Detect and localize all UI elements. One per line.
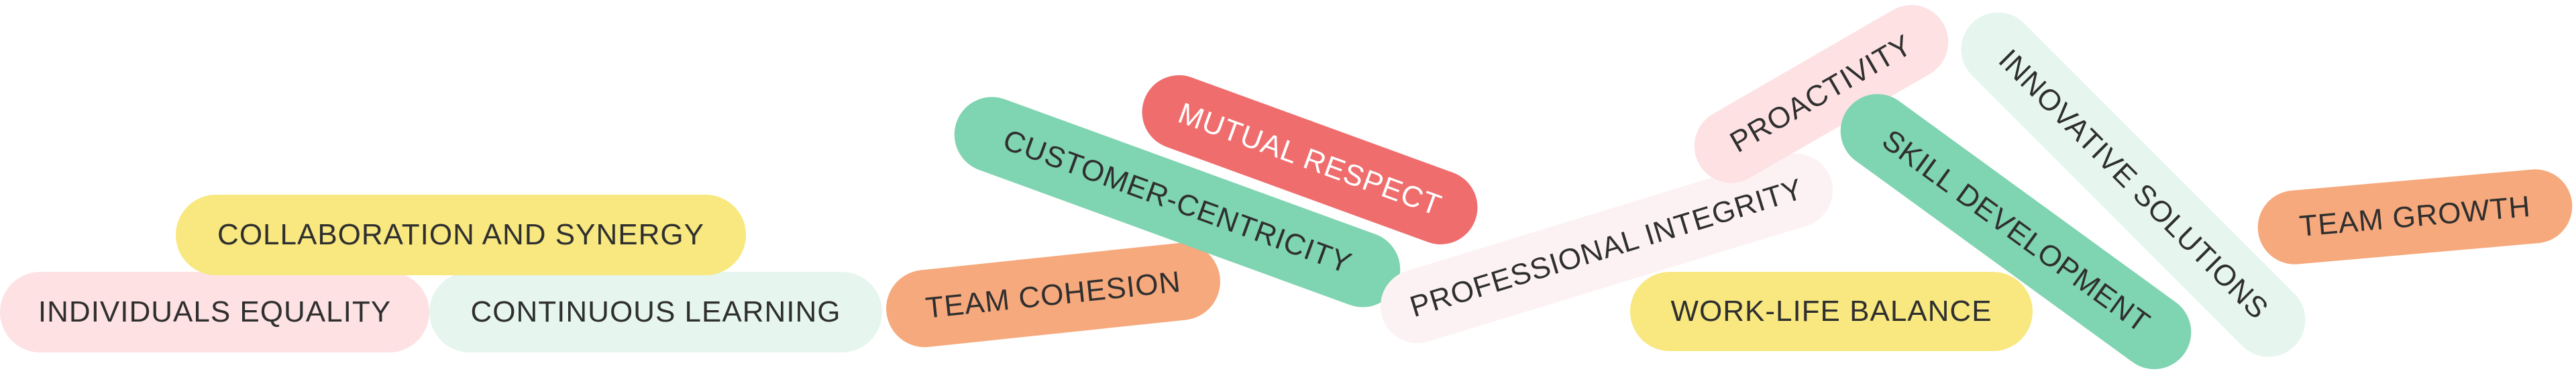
tag-team-cohesion: TEAM COHESION [882,239,1224,351]
tag-label: TEAM COHESION [924,265,1183,325]
tag-team-growth: TEAM GROWTH [2255,166,2575,268]
tag-work-life-balance: WORK-LIFE BALANCE [1630,272,2033,351]
tag-collaboration-and-synergy: COLLABORATION AND SYNERGY [176,195,746,275]
tag-label: INDIVIDUALS EQUALITY [38,295,392,328]
tag-individuals-equality: INDIVIDUALS EQUALITY [0,272,429,352]
tag-continuous-learning: CONTINUOUS LEARNING [429,272,882,352]
tag-label: TEAM GROWTH [2298,190,2532,243]
tag-label: WORK-LIFE BALANCE [1670,295,1992,328]
tag-label: COLLABORATION AND SYNERGY [217,218,704,251]
tag-label: CONTINUOUS LEARNING [470,295,841,328]
